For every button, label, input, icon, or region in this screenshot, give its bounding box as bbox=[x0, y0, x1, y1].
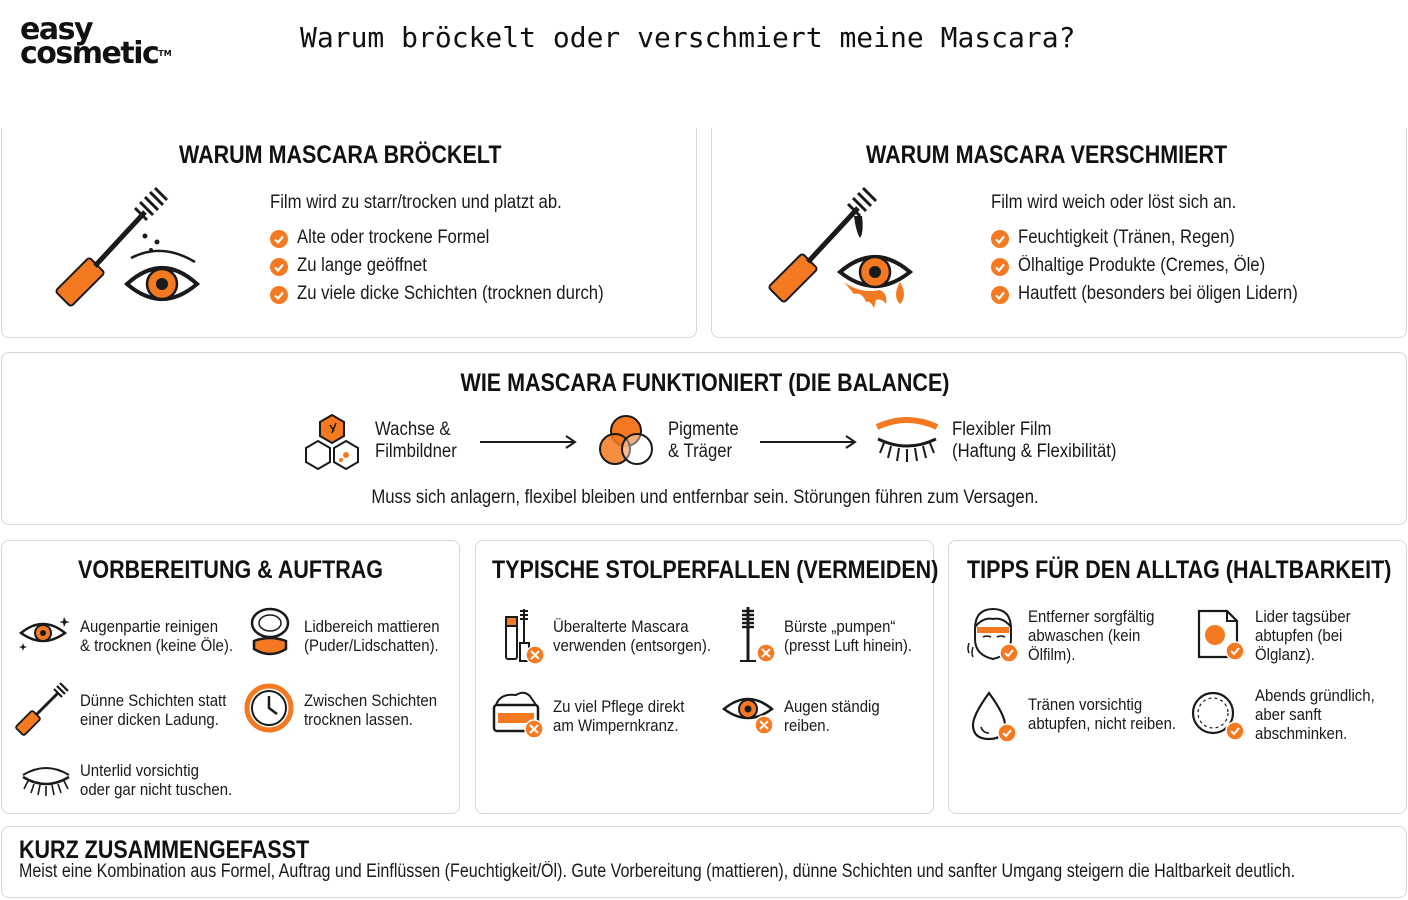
prep-item-1-line-2: & trocknen (keine Öle). bbox=[80, 636, 233, 655]
balance-footer: Muss sich anlagern, flexibel bleiben und… bbox=[371, 487, 1039, 508]
logo-trademark: TM bbox=[158, 49, 172, 58]
prep-item-4-line-2: trocknen lassen. bbox=[304, 710, 413, 729]
prep-item-2-line-1: Lidbereich mattieren bbox=[304, 617, 440, 636]
mascara-wand-icon bbox=[15, 682, 69, 736]
tip-item-1-line-3: Ölfilm). bbox=[1028, 645, 1076, 664]
tip-item-3-line-1: Tränen vorsichtig bbox=[1028, 695, 1143, 714]
tip-item-1-line-2: abwaschen (kein bbox=[1028, 626, 1141, 645]
check-icon bbox=[991, 230, 1009, 248]
brand-logo: easy cosmeticTM bbox=[20, 12, 180, 71]
tip-item-2-line-3: Ölglanz). bbox=[1255, 645, 1315, 664]
logo-line-2: cosmeticTM bbox=[20, 36, 172, 71]
tip-item-2-line-2: abtupfen (bei bbox=[1255, 626, 1343, 645]
tips-card: TIPPS FÜR DEN ALLTAG (HALTBARKEIT) Entfe… bbox=[948, 540, 1407, 814]
old-mascara-icon bbox=[505, 609, 545, 665]
prep-item-2-line-2: (Puder/Lidschatten). bbox=[304, 636, 439, 655]
tear-drop-icon bbox=[971, 691, 1017, 743]
clock-icon bbox=[244, 683, 294, 733]
pitfall-item-4-line-2: reiben. bbox=[784, 716, 830, 735]
check-icon bbox=[991, 286, 1009, 304]
cream-jar-icon bbox=[492, 691, 544, 739]
smudges-intro: Film wird weich oder löst sich an. bbox=[991, 192, 1237, 213]
prep-heading: VORBEREITUNG & AUFTRAG bbox=[78, 556, 383, 584]
prep-card: VORBEREITUNG & AUFTRAG Augenpartie reini… bbox=[1, 540, 460, 814]
balance-step-1-line-1: Wachse & bbox=[375, 419, 451, 440]
eye-rub-icon bbox=[721, 697, 775, 735]
smudges-heading: WARUM MASCARA VERSCHMIERT bbox=[866, 141, 1228, 169]
pitfall-item-2-line-2: (presst Luft hinein). bbox=[784, 636, 913, 655]
face-wash-icon bbox=[967, 607, 1019, 663]
pitfall-item-3-line-1: Zu viel Pflege direkt bbox=[553, 697, 685, 716]
prep-item-3-line-1: Dünne Schichten statt bbox=[80, 691, 227, 710]
check-icon bbox=[270, 286, 288, 304]
pitfalls-heading: TYPISCHE STOLPERFALLEN (VERMEIDEN) bbox=[492, 556, 939, 584]
check-icon bbox=[270, 258, 288, 276]
prep-item-1-line-1: Augenpartie reinigen bbox=[80, 617, 219, 636]
tip-item-4-line-2: aber sanft bbox=[1255, 705, 1322, 724]
pitfall-item-3-line-2: am Wimpernkranz. bbox=[553, 716, 679, 735]
check-icon bbox=[270, 230, 288, 248]
cotton-pad-icon bbox=[1191, 691, 1245, 741]
tips-heading: TIPPS FÜR DEN ALLTAG (HALTBARKEIT) bbox=[967, 556, 1392, 584]
tip-item-3-line-2: abtupfen, nicht reiben. bbox=[1028, 714, 1177, 733]
arrow-right-icon bbox=[760, 435, 857, 449]
prep-item-5-line-2: oder gar nicht tuschen. bbox=[80, 780, 233, 799]
pitfall-item-1-line-1: Überalterte Mascara bbox=[553, 617, 689, 636]
closed-eye-lashes-icon bbox=[22, 767, 70, 796]
summary-card: KURZ ZUSAMMENGEFASST Meist eine Kombinat… bbox=[1, 826, 1407, 898]
brush-pump-icon bbox=[740, 607, 776, 663]
balance-card: WIE MASCARA FUNKTIONIERT (DIE BALANCE) W… bbox=[1, 352, 1407, 525]
balance-step-2-line-1: Pigmente bbox=[668, 419, 739, 440]
balance-step-2-line-2: & Träger bbox=[668, 441, 733, 462]
blotting-paper-icon bbox=[1197, 609, 1245, 661]
logo-line-1: easy bbox=[20, 12, 94, 47]
prep-item-3-line-2: einer dicken Ladung. bbox=[80, 710, 219, 729]
prep-item-4-line-1: Zwischen Schichten bbox=[304, 691, 438, 710]
pitfalls-card: TYPISCHE STOLPERFALLEN (VERMEIDEN) Übera… bbox=[475, 540, 938, 814]
balance-step-3-line-2: (Haftung & Flexibilität) bbox=[952, 441, 1117, 462]
balance-step-1-line-2: Filmbildner bbox=[375, 441, 457, 462]
powder-compact-icon bbox=[250, 607, 290, 656]
balance-step-3-line-1: Flexibler Film bbox=[952, 419, 1052, 440]
crumbles-heading: WARUM MASCARA BRÖCKELT bbox=[179, 141, 502, 169]
clean-eye-icon bbox=[18, 617, 70, 651]
mascara-smudging-eye-icon bbox=[768, 186, 914, 308]
balance-heading: WIE MASCARA FUNKTIONIERT (DIE BALANCE) bbox=[460, 369, 950, 397]
smudges-card: WARUM MASCARA VERSCHMIERT Film wird weic… bbox=[711, 128, 1407, 338]
arrow-right-icon bbox=[480, 435, 577, 449]
lash-film-icon bbox=[875, 417, 939, 462]
pitfall-item-4-line-1: Augen ständig bbox=[784, 697, 880, 716]
tip-item-2-line-1: Lider tagsüber bbox=[1255, 607, 1351, 626]
summary-heading: KURZ ZUSAMMENGEFASST bbox=[19, 836, 310, 864]
pigment-circles-icon bbox=[599, 415, 653, 465]
crumbles-card: WARUM MASCARA BRÖCKELT Film wird zu star… bbox=[1, 128, 697, 338]
tip-item-4-line-3: abschminken. bbox=[1255, 724, 1348, 743]
pitfall-item-1-line-2: verwenden (entsorgen). bbox=[553, 636, 712, 655]
crumbles-intro: Film wird zu starr/trocken und platzt ab… bbox=[270, 192, 562, 213]
tip-item-4-line-1: Abends gründlich, bbox=[1255, 686, 1375, 705]
page-title: Warum bröckelt oder verschmiert meine Ma… bbox=[300, 21, 1076, 54]
mascara-crumbling-eye-icon bbox=[55, 186, 201, 307]
tip-item-1-line-1: Entferner sorgfältig bbox=[1028, 607, 1155, 626]
wax-hexagon-icon bbox=[305, 413, 359, 471]
check-icon bbox=[991, 258, 1009, 276]
summary-text: Meist eine Kombination aus Formel, Auftr… bbox=[19, 861, 1296, 882]
pitfall-item-2-line-1: Bürste „pumpen“ bbox=[784, 617, 896, 636]
prep-item-5-line-1: Unterlid vorsichtig bbox=[80, 761, 199, 780]
